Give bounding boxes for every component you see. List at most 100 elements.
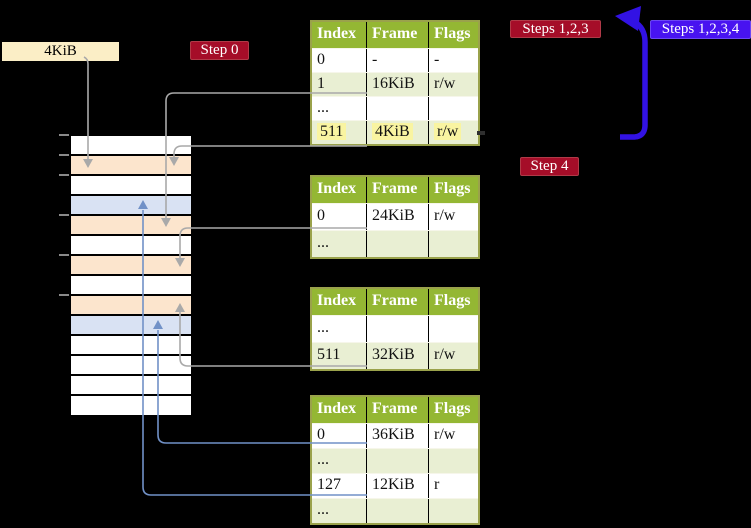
table-cell <box>366 499 428 523</box>
table-row: ... <box>312 96 478 120</box>
table-cell: 32KiB <box>366 343 428 369</box>
table-row: ... <box>312 230 478 257</box>
memory-frame-row-10 <box>71 316 191 336</box>
table-cell: r/w <box>428 424 478 448</box>
table-cell <box>428 97 478 120</box>
column-header-cell: Frame <box>366 289 428 315</box>
table-row: 0 -- <box>312 48 478 72</box>
column-header-cell: Flags <box>428 22 478 48</box>
table-cell <box>366 316 428 342</box>
table-row: ... <box>312 315 478 342</box>
table-cell <box>428 316 478 342</box>
table-cell: 127 <box>317 476 341 493</box>
column-header-cell: Frame <box>366 177 428 203</box>
table-cell: 0 <box>317 51 325 68</box>
table-cell: 12KiB <box>366 474 428 498</box>
memory-tick <box>59 174 69 176</box>
table-cell: ... <box>317 501 329 518</box>
table-cell <box>428 231 478 257</box>
memory-tick <box>59 214 69 216</box>
table-cell <box>366 97 428 120</box>
table-cell: 511 <box>317 346 341 363</box>
column-header-cell: Index <box>317 400 357 417</box>
memory-frame-row-14 <box>71 396 191 416</box>
table-cell: 36KiB <box>366 424 428 448</box>
table-cell: r/w <box>428 73 478 96</box>
table-cell <box>366 449 428 473</box>
badge-steps-1234: Steps 1,2,3,4 <box>650 20 751 39</box>
highlighted-value: r/w <box>434 123 462 140</box>
memory-frame-row-3 <box>71 176 191 196</box>
memory-tick <box>59 254 69 256</box>
table-row: ... <box>312 448 478 473</box>
column-header-cell: Flags <box>428 397 478 423</box>
table-cell <box>428 449 478 473</box>
table-cell: 1 <box>317 75 325 92</box>
table-cell: r/w <box>428 121 478 144</box>
physical-memory-strip <box>70 135 192 417</box>
memory-frame-row-8 <box>71 276 191 296</box>
memory-frame-row-13 <box>71 376 191 396</box>
table-cell: 24KiB <box>366 204 428 230</box>
column-header-cell: Flags <box>428 177 478 203</box>
column-header-cell: Index <box>317 292 357 309</box>
table-cell: r/w <box>428 343 478 369</box>
memory-frame-row-4 <box>71 196 191 216</box>
table-cell: r/w <box>428 204 478 230</box>
steps-1234-arrow-head <box>615 6 641 31</box>
memory-tick <box>59 294 69 296</box>
badge-step-0: Step 0 <box>190 41 249 60</box>
column-header-cell: Index <box>317 25 357 42</box>
highlighted-value: 511 <box>317 123 347 140</box>
table-cell: ... <box>317 319 329 336</box>
table-cell: ... <box>317 234 329 251</box>
table-cell: - <box>428 49 478 72</box>
memory-tick <box>59 134 69 136</box>
column-header-cell: Frame <box>366 397 428 423</box>
pointer-t1-row511-4kib <box>173 145 367 157</box>
memory-tick <box>59 154 69 156</box>
memory-frame-row-6 <box>71 236 191 256</box>
memory-frame-row-9 <box>71 296 191 316</box>
memory-frame-row-5 <box>71 216 191 236</box>
table-cell <box>428 499 478 523</box>
memory-frame-row-11 <box>71 336 191 356</box>
table-cell: ... <box>317 451 329 468</box>
memory-frame-row-1 <box>71 136 191 156</box>
column-header-cell: Flags <box>428 289 478 315</box>
highlighted-value: 4KiB <box>372 123 413 140</box>
table-cell <box>366 231 428 257</box>
table-cell: 0 <box>317 207 325 224</box>
memory-frame-row-12 <box>71 356 191 376</box>
table-cell: - <box>366 49 428 72</box>
table-cell: 511 <box>312 121 366 144</box>
table-row: 511 4KiB r/w <box>312 120 478 144</box>
table-cell: r <box>428 474 478 498</box>
memory-frame-row-2 <box>71 156 191 176</box>
column-header-cell: Frame <box>366 22 428 48</box>
badge-steps-123: Steps 1,2,3 <box>510 20 601 38</box>
table-cell: 16KiB <box>366 73 428 96</box>
memory-frame-row-7 <box>71 256 191 276</box>
badge-step-4: Step 4 <box>520 157 579 176</box>
steps-1234-arrow <box>620 18 648 140</box>
table-cell: 0 <box>317 426 325 443</box>
table-row: ... <box>312 498 478 523</box>
column-header-cell: Index <box>317 180 357 197</box>
table-cell: ... <box>317 99 329 116</box>
table-cell: 4KiB <box>366 121 428 144</box>
